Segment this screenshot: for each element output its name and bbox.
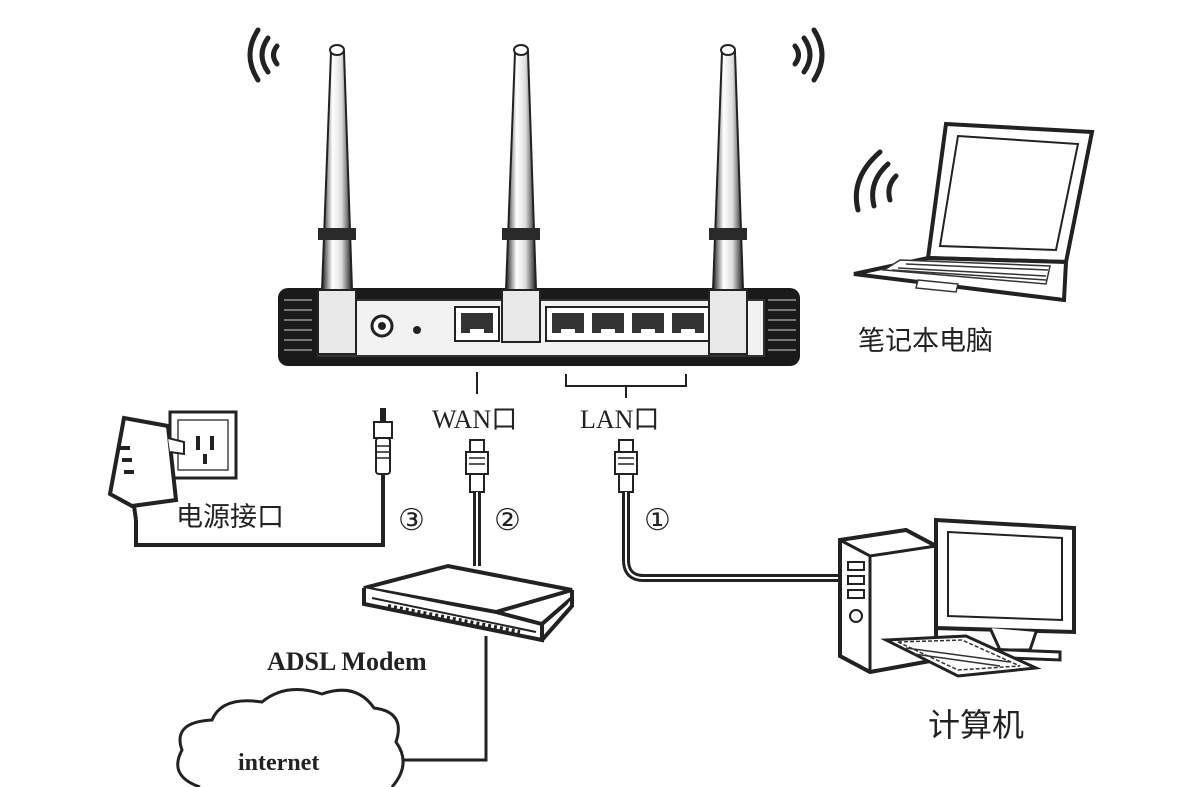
step-3-badge: ③ — [398, 503, 425, 538]
adsl-modem-icon — [362, 563, 574, 643]
dc-power-plug-icon — [373, 408, 393, 475]
lan-port-1 — [552, 313, 584, 335]
wireless-router-icon — [247, 27, 825, 366]
router-antenna-right — [708, 44, 748, 355]
modem-label: ADSL Modem — [267, 647, 427, 676]
lan-port-2 — [592, 313, 624, 335]
desktop-monitor — [934, 517, 1076, 662]
power-adapter-icon — [107, 415, 185, 521]
step-2-badge: ② — [494, 503, 521, 538]
lan-port-4 — [672, 313, 704, 335]
lan-port-bracket — [565, 374, 687, 398]
wifi-waves-laptop-icon — [853, 149, 899, 213]
wifi-waves-left-icon — [247, 27, 280, 83]
desktop-tower — [838, 527, 938, 675]
router-lan-ports — [545, 306, 711, 342]
laptop-label: 笔记本电脑 — [858, 326, 993, 357]
lan-rj45-plug-icon — [614, 439, 638, 493]
step-1-badge: ① — [644, 503, 671, 538]
router-wan-port — [454, 306, 500, 342]
lan-port-3 — [632, 313, 664, 335]
lan-cable-inner — [625, 492, 838, 579]
router-antenna-left — [317, 44, 357, 355]
internet-label: internet — [238, 750, 319, 776]
router-antenna-middle — [501, 44, 541, 343]
router-side-vents-left — [284, 299, 312, 351]
computer-label: 计算机 — [928, 706, 1024, 744]
lan-port-label: LAN口 — [580, 405, 659, 434]
desktop-keyboard — [880, 634, 1042, 678]
wan-rj45-plug-icon — [465, 439, 489, 493]
laptop-keyboard — [881, 259, 1051, 285]
wifi-waves-right-icon — [792, 27, 825, 83]
router-reset-button — [413, 326, 421, 334]
internet-line — [378, 636, 488, 762]
cloud-icon — [176, 688, 405, 787]
power-port-label: 电源接口 — [176, 502, 284, 533]
wan-port-label: WAN口 — [432, 405, 517, 434]
power-cable — [134, 474, 385, 547]
desktop-computer-icon — [838, 517, 1076, 678]
laptop-icon — [853, 121, 1095, 303]
router-side-vents-right — [768, 299, 796, 351]
